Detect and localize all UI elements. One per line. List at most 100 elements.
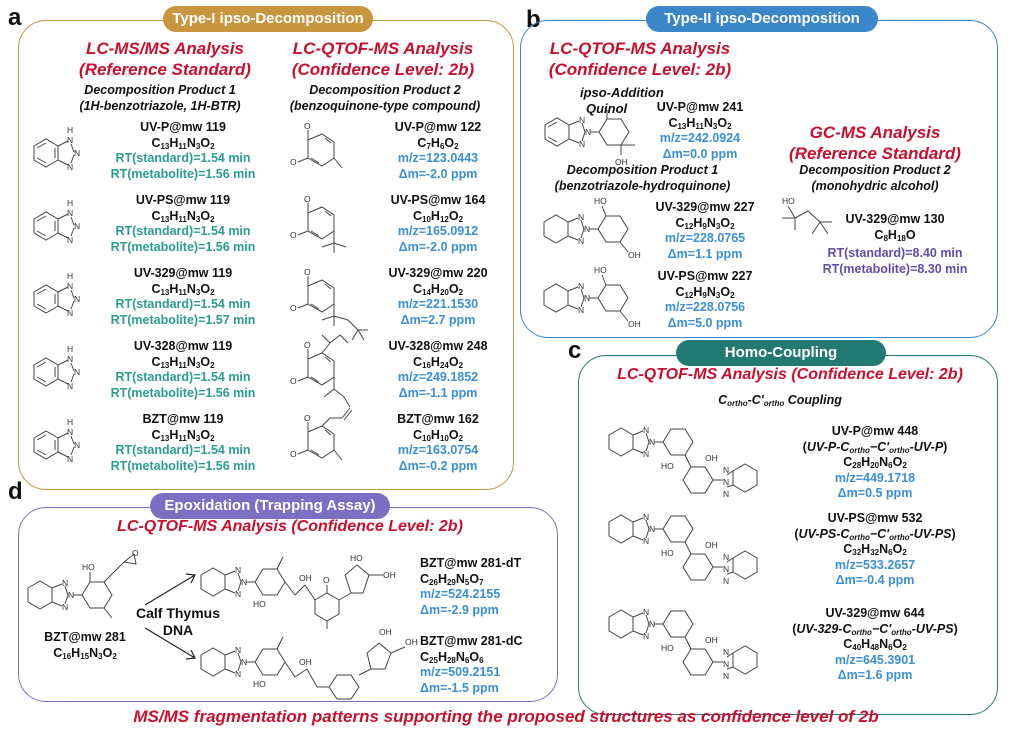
svg-text:N: N	[62, 578, 68, 588]
svg-text:H: H	[67, 344, 73, 354]
svg-text:N: N	[74, 148, 80, 158]
quinol-label-2: Quinol	[586, 101, 628, 116]
rt-standard: RT(standard)=8.40 min	[827, 246, 963, 260]
molecular-formula: C40H48N6O2	[843, 637, 907, 652]
panel-a-right-sub1: Decomposition Product 2	[309, 83, 461, 97]
panel-a-right-sub2: (benzoquinone-type compound)	[289, 99, 481, 113]
panel-b-left-subtitle: Decomposition Product 1 (benzotriazole-h…	[530, 162, 755, 194]
dc-adduct-entry: BZT@mw 281-dC C25H28N6O6 m/z=509.2151 Δm…	[420, 634, 550, 696]
molecular-formula: C13H11N3O2	[151, 354, 215, 370]
molecular-formula: C13H11N3O2	[151, 208, 215, 224]
svg-text:N: N	[241, 657, 247, 667]
mz-entry: UV-PS@mw 532(UV-PS-Cortho−C'ortho-UV-PS)…	[760, 511, 990, 589]
svg-text:N: N	[723, 477, 729, 487]
compound-name: BZT@mw 281	[44, 630, 126, 644]
svg-text:N: N	[579, 115, 585, 125]
svg-text:N: N	[67, 208, 73, 218]
rt-standard: RT(standard)=1.54 min	[115, 151, 251, 165]
rt-metabolite: RT(metabolite)=1.56 min	[110, 385, 256, 400]
reagent-line-1: Calf Thymus	[135, 605, 220, 621]
dimer-description: (UV-PS-Cortho−C'ortho-UV-PS)	[794, 526, 956, 542]
svg-text:OH: OH	[705, 540, 718, 550]
svg-text:OH: OH	[405, 637, 418, 647]
panel-c-letter: c	[568, 337, 582, 364]
panel-d-title: LC-QTOF-MS Analysis (Confidence Level: 2…	[117, 518, 463, 535]
svg-text:N: N	[643, 512, 649, 522]
alcohol-entry: UV-329@mw 130 C8H18O RT(standard)=8.40 m…	[820, 212, 970, 277]
mz-value: m/z=228.0756	[664, 300, 746, 314]
svg-text:O: O	[304, 121, 311, 131]
svg-text:N: N	[578, 305, 584, 315]
quinol-label-1: ipso-Addition	[580, 85, 664, 100]
svg-text:OH: OH	[705, 635, 718, 645]
panel-b-right-subtitle: Decomposition Product 2 (monohydric alco…	[770, 162, 980, 194]
svg-text:N: N	[235, 669, 241, 679]
panel-a-left-sub1: Decomposition Product 1	[84, 83, 236, 97]
benzoquinone-structure: OO	[290, 334, 351, 408]
svg-text:O: O	[323, 575, 330, 585]
panel-b-left-sub1: Decomposition Product 1	[566, 163, 719, 177]
mz-value: m/z=163.0754	[397, 443, 479, 457]
mass-error: Δm=-0.4 ppm	[835, 573, 915, 587]
svg-text:N: N	[68, 590, 74, 600]
mz-value: m/z=645.3901	[834, 652, 916, 667]
rt-standard: RT(standard)=1.54 min	[115, 224, 251, 238]
benzoquinone-structure: OO	[290, 194, 347, 253]
mz-value: m/z=228.0765	[664, 231, 746, 245]
panel-a-right-title: LC-QTOF-MS Analysis (Confidence Level: 2…	[268, 38, 498, 80]
svg-text:N: N	[723, 489, 729, 499]
molecular-formula: C16H15N3O2	[53, 645, 117, 661]
compound-name: BZT@mw 281-dC	[420, 634, 523, 648]
svg-text:N: N	[643, 425, 649, 435]
svg-text:OH: OH	[615, 157, 628, 167]
compound-name: UV-328@mw 248	[388, 339, 488, 353]
panel-a-left-title-2: (Reference Standard)	[79, 60, 251, 79]
molecular-formula: C10H12O2	[412, 208, 464, 224]
compound-name: UV-329@mw 644	[825, 606, 925, 620]
mass-error: Δm=1.1 ppm	[667, 246, 743, 261]
svg-text:N: N	[578, 281, 584, 291]
svg-text:N: N	[723, 647, 729, 657]
mz-value: m/z=249.1852	[397, 370, 479, 384]
svg-text:O: O	[290, 303, 297, 313]
panel-a-right-subtitle: Decomposition Product 2 (benzoquinone-ty…	[270, 82, 500, 114]
molecular-formula: C16H24O2	[412, 354, 464, 370]
svg-text:N: N	[67, 135, 73, 145]
svg-text:HO: HO	[661, 461, 674, 471]
molecular-formula: C13H11N3O2	[151, 427, 215, 443]
arrow-down-icon	[144, 627, 196, 659]
svg-text:HO: HO	[350, 553, 363, 563]
panel-b-header: Type-II ipso-Decomposition	[646, 6, 878, 32]
svg-text:N: N	[643, 536, 649, 546]
molecular-formula: C28H20N6O2	[843, 455, 907, 470]
svg-text:O: O	[304, 413, 311, 423]
svg-text:O: O	[290, 449, 297, 459]
svg-text:OH: OH	[379, 627, 392, 637]
svg-text:OH: OH	[299, 573, 312, 583]
panel-a-left-title: LC-MS/MS Analysis (Reference Standard)	[55, 38, 275, 80]
svg-text:N: N	[74, 221, 80, 231]
reagent-label: Calf Thymus DNA	[128, 605, 228, 639]
mz-value: m/z=165.0912	[397, 224, 479, 238]
svg-text:N: N	[67, 454, 73, 464]
svg-text:N: N	[578, 212, 584, 222]
svg-text:O: O	[290, 230, 297, 240]
mz-value: m/z=221.1530	[397, 297, 479, 311]
svg-text:N: N	[579, 139, 585, 149]
svg-text:OH: OH	[383, 570, 396, 580]
mass-error: Δm=0.0 ppm	[662, 146, 738, 161]
compound-name: UV-PS@mw 227	[657, 269, 753, 283]
panel-a-right-title-2: (Confidence Level: 2b)	[291, 60, 475, 79]
svg-text:H: H	[67, 271, 73, 281]
bzt-parent-structure: NNN HOO	[27, 548, 139, 619]
benzoquinone-structure: OO	[290, 267, 368, 341]
mass-error: Δm=-2.9 ppm	[420, 602, 499, 617]
